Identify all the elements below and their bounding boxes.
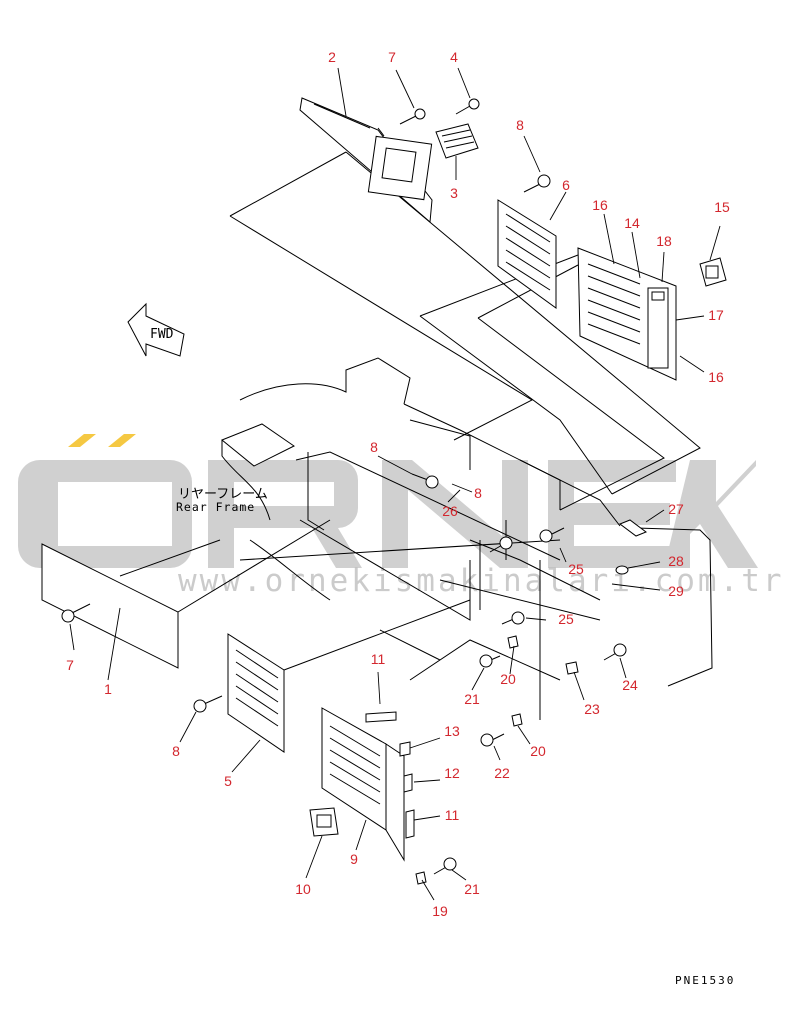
callout-17: 17 (708, 307, 724, 323)
bolt-24 (603, 643, 627, 661)
callout-11: 11 (371, 651, 386, 667)
callout-3: 3 (450, 185, 458, 201)
washer-20-a (507, 635, 519, 649)
rear-frame (221, 357, 621, 720)
bolt-21-b (433, 857, 457, 875)
callout-29: 29 (668, 583, 684, 599)
callout-10: 10 (295, 881, 311, 897)
callout-22: 22 (494, 765, 510, 781)
bolt-21-a (479, 654, 501, 668)
callout-21: 21 (464, 881, 480, 897)
clip-27 (618, 519, 648, 537)
callout-24: 24 (622, 677, 638, 693)
part-13-strip (399, 741, 411, 757)
callout-8: 8 (516, 117, 524, 133)
part-15-clip (699, 257, 727, 287)
callout-11: 11 (445, 807, 460, 823)
callout-23: 23 (584, 701, 600, 717)
pin-29 (611, 583, 629, 587)
part-5-grille (227, 599, 471, 753)
callout-8: 8 (370, 439, 378, 455)
callout-26: 26 (442, 503, 458, 519)
callout-12: 12 (444, 765, 460, 781)
watermark-umlaut (68, 434, 136, 447)
bolt-7-left (61, 603, 91, 623)
callout-13: 13 (444, 723, 460, 739)
callout-1: 1 (104, 681, 112, 697)
bolt-22 (480, 733, 505, 747)
bolt-8-mid (411, 473, 439, 489)
washer-28 (615, 565, 629, 575)
callout-8: 8 (172, 743, 180, 759)
part-11-strip (365, 711, 415, 839)
callout-2: 2 (328, 49, 336, 65)
part-10-clip (309, 807, 339, 837)
envelope-lines (229, 151, 713, 687)
rear-frame-label-en: Rear Frame (176, 500, 256, 514)
fwd-label: FWD (150, 327, 174, 342)
callout-21: 21 (464, 691, 480, 707)
callout-25: 25 (568, 561, 584, 577)
callout-25: 25 (558, 611, 574, 627)
callout-18: 18 (656, 233, 672, 249)
callout-9: 9 (350, 851, 358, 867)
callout-8: 8 (474, 485, 482, 501)
bolt-26 (489, 536, 513, 553)
callout-14: 14 (624, 215, 640, 231)
bolt-7-top (399, 108, 426, 125)
part-1-plate (41, 519, 331, 669)
callout-7: 7 (66, 657, 74, 673)
callout-6: 6 (562, 177, 570, 193)
callout-20: 20 (530, 743, 546, 759)
part-2-bracket (299, 97, 433, 224)
bolt-8-top (523, 174, 551, 193)
part-14-grille (577, 247, 677, 381)
bolt-25-b (501, 611, 525, 625)
callout-5: 5 (224, 773, 232, 789)
bolt-4-top (455, 98, 480, 115)
callout-20: 20 (500, 671, 516, 687)
part-3-cover (435, 123, 479, 159)
callout-16: 16 (592, 197, 608, 213)
bolt-8-left (193, 695, 223, 713)
washer-19 (415, 871, 427, 885)
fwd-arrow: FWD (127, 302, 185, 357)
rear-frame-label-jp: リヤーフレーム (178, 487, 268, 502)
callout-4: 4 (450, 49, 458, 65)
callout-28: 28 (668, 553, 684, 569)
callout-16: 16 (708, 369, 724, 385)
callout-19: 19 (432, 903, 448, 919)
bolt-25-a (539, 527, 565, 543)
washer-23 (565, 661, 579, 675)
part-12-strip (403, 773, 413, 793)
drawing-code: PNE1530 (675, 974, 736, 987)
leader-lines (69, 67, 721, 901)
part-9-grille (321, 707, 405, 862)
callout-15: 15 (714, 199, 730, 215)
part-6-grille (497, 199, 557, 309)
washer-20-b (511, 713, 523, 727)
callout-27: 27 (668, 501, 684, 517)
callout-7: 7 (388, 49, 396, 65)
